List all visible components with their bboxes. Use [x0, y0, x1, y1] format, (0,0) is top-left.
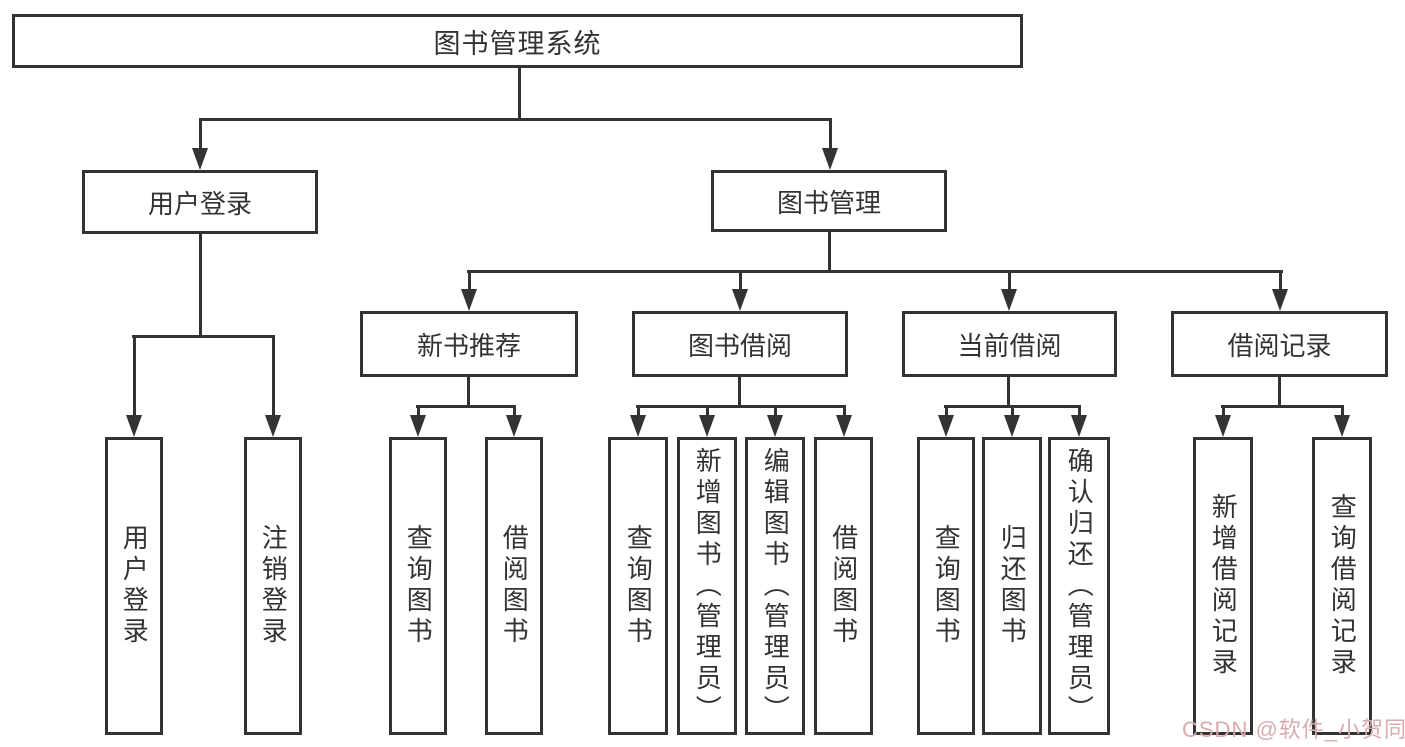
leaf-cb-confirm-return-admin: 确认归还（管理员） [1048, 437, 1110, 735]
connector-shaft [739, 270, 742, 289]
watermark: CSDN @软件_小贺同学 [1182, 717, 1405, 742]
connector-shaft [513, 405, 516, 415]
arrowhead-down-icon [1272, 289, 1288, 311]
node-user-login: 用户登录 [82, 170, 318, 234]
connector-section-branch [416, 405, 516, 408]
connector-root-branch [199, 118, 832, 121]
node-label: 新增图书（管理员） [692, 446, 723, 726]
connector-section-branch [636, 405, 846, 408]
node-label: 查询图书 [403, 524, 434, 648]
connector-section-branch [1221, 405, 1344, 408]
leaf-cb-return-books: 归还图书 [982, 437, 1042, 735]
arrowhead-down-icon [822, 148, 838, 170]
connector-shaft [272, 335, 275, 415]
arrowhead-down-icon [699, 415, 715, 437]
arrowhead-down-icon [506, 415, 522, 437]
connector-section-trunk [1007, 377, 1010, 407]
arrowhead-down-icon [1215, 415, 1231, 437]
connector-shaft [829, 118, 832, 148]
arrowhead-down-icon [938, 415, 954, 437]
connector-shaft [1279, 270, 1282, 289]
connector-shaft [1222, 405, 1225, 415]
node-label: 用户登录 [119, 524, 150, 648]
node-book-borrowing: 图书借阅 [632, 311, 848, 377]
node-label: 编辑图书（管理员） [760, 446, 791, 726]
node-label: 当前借阅 [957, 330, 1062, 361]
connector-book-mgmt-branch [467, 270, 1283, 273]
leaf-nb-borrow-books: 借阅图书 [485, 437, 543, 735]
arrowhead-down-icon [1001, 289, 1017, 311]
node-label: 新增借阅记录 [1208, 493, 1239, 679]
arrowhead-down-icon [1334, 415, 1350, 437]
leaf-cb-query-books: 查询图书 [917, 437, 975, 735]
connector-section-trunk [1278, 377, 1281, 407]
arrowhead-down-icon [1004, 415, 1020, 437]
leaf-br-query-record: 查询借阅记录 [1312, 437, 1372, 735]
node-current-borrowing: 当前借阅 [902, 311, 1117, 377]
node-label: 用户登录 [147, 188, 252, 219]
connector-shaft [1341, 405, 1344, 415]
arrowhead-down-icon [836, 415, 852, 437]
node-label: 新书推荐 [416, 330, 521, 361]
node-library-management-system: 图书管理系统 [12, 14, 1023, 68]
arrowhead-down-icon [192, 148, 208, 170]
connector-user-login-trunk [199, 234, 202, 336]
arrowhead-down-icon [767, 415, 783, 437]
node-label: 借阅图书 [828, 524, 859, 648]
connector-shaft [945, 405, 948, 415]
connector-shaft [637, 405, 640, 415]
connector-shaft [1011, 405, 1014, 415]
node-label: 图书借阅 [687, 330, 792, 361]
node-borrowing-records: 借阅记录 [1171, 311, 1388, 377]
node-new-book-recommendation: 新书推荐 [360, 311, 578, 377]
node-book-management: 图书管理 [711, 170, 947, 232]
arrowhead-down-icon [1071, 415, 1087, 437]
leaf-bb-edit-books-admin: 编辑图书（管理员） [745, 437, 805, 735]
connector-shaft [199, 118, 202, 148]
connector-shaft [468, 270, 471, 289]
node-label: 图书管理 [776, 187, 881, 218]
node-label: 借阅图书 [499, 524, 530, 648]
node-label: 查询借阅记录 [1327, 493, 1358, 679]
node-label: 归还图书 [997, 524, 1028, 648]
leaf-br-add-record: 新增借阅记录 [1193, 437, 1253, 735]
connector-section-trunk [467, 377, 470, 407]
arrowhead-down-icon [732, 289, 748, 311]
connector-shaft [774, 405, 777, 415]
leaf-bb-add-books-admin: 新增图书（管理员） [677, 437, 737, 735]
leaf-nb-query-books: 查询图书 [389, 437, 447, 735]
node-label: 注销登录 [258, 524, 289, 648]
leaf-bb-query-books: 查询图书 [608, 437, 668, 735]
leaf-user-login: 用户登录 [105, 437, 163, 735]
leaf-logout: 注销登录 [244, 437, 302, 735]
leaf-bb-borrow-books: 借阅图书 [814, 437, 873, 735]
connector-shaft [706, 405, 709, 415]
connector-root-trunk [518, 68, 521, 120]
connector-shaft [1078, 405, 1081, 415]
connector-book-mgmt-trunk [828, 232, 831, 272]
arrowhead-down-icon [630, 415, 646, 437]
connector-shaft [1008, 270, 1011, 289]
arrowhead-down-icon [126, 415, 142, 437]
connector-user-login-branch [132, 335, 275, 338]
node-label: 确认归还（管理员） [1064, 446, 1095, 726]
node-label: 图书管理系统 [433, 28, 602, 59]
arrowhead-down-icon [461, 289, 477, 311]
node-label: 查询图书 [931, 524, 962, 648]
node-label: 借阅记录 [1227, 330, 1332, 361]
connector-shaft [133, 335, 136, 415]
connector-shaft [843, 405, 846, 415]
arrowhead-down-icon [265, 415, 281, 437]
connector-section-trunk [738, 377, 741, 407]
connector-shaft [417, 405, 420, 415]
node-label: 查询图书 [623, 524, 654, 648]
arrowhead-down-icon [410, 415, 426, 437]
